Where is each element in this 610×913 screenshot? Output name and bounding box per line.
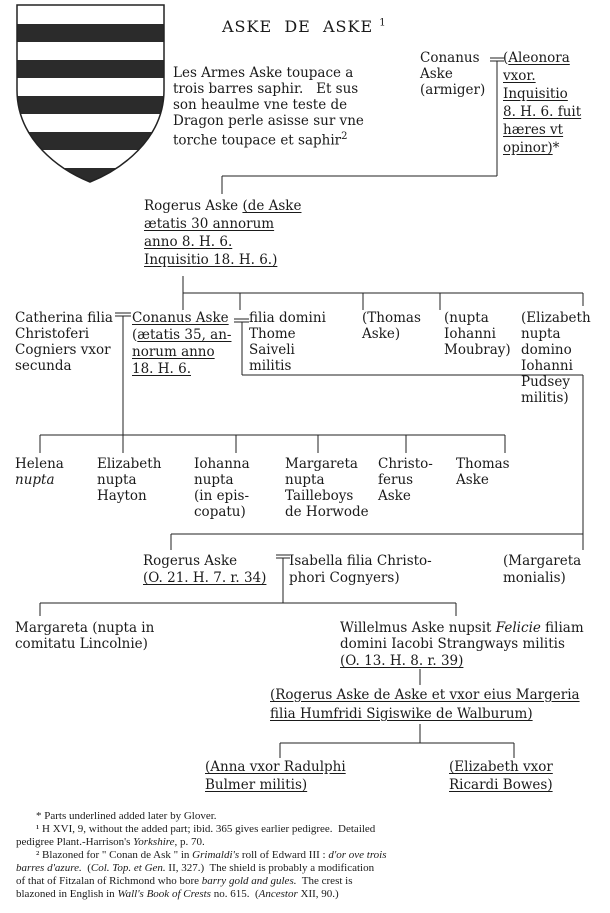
moubray-line-2: Iohanni bbox=[444, 326, 496, 342]
elizabeth-bowes-line-1: (Elizabeth vxor bbox=[449, 759, 553, 775]
catherina-line-1: Catherina filia bbox=[15, 310, 113, 326]
footnote-1-line-2: pedigree Plant.-Harrison's Yorkshire, p.… bbox=[16, 836, 205, 848]
conanus-armiger-line-1: Conanus bbox=[420, 50, 480, 66]
elizabeth-pudsey-line-1: (Elizabeth bbox=[521, 310, 591, 326]
moubray-line-3: Moubray) bbox=[444, 342, 511, 358]
christoferus-line-2: ferus bbox=[378, 472, 414, 488]
rogerus-line-1: Rogerus Aske (de Aske bbox=[144, 198, 302, 214]
elizabeth-pudsey-line-6: militis) bbox=[521, 390, 569, 406]
elizabeth-hayton-line-1: Elizabeth bbox=[97, 456, 162, 472]
margareta-lincolnie-line-2: comitatu Lincolnie) bbox=[15, 636, 148, 652]
conanus-line-1: Conanus Aske bbox=[132, 310, 229, 326]
blazon-line-3: son heaulme vne teste de bbox=[173, 97, 348, 113]
margareta-tailleboys-line-1: Margareta bbox=[285, 456, 358, 472]
elizabeth-bowes-line-2: Ricardi Bowes) bbox=[449, 777, 553, 793]
catherina-line-2: Christoferi bbox=[15, 326, 90, 342]
rogerus-de-aske-line-2: filia Humfridi Sigiswike de Walburum) bbox=[270, 706, 533, 722]
coat-of-arms-shield-icon bbox=[16, 4, 165, 183]
rogerus-line-4: Inquisitio 18. H. 6.) bbox=[144, 252, 278, 268]
blazon-line-4: Dragon perle asisse sur vne bbox=[173, 113, 364, 129]
thomas-line-1: (Thomas bbox=[362, 310, 421, 326]
willelmus-line-1: Willelmus Aske nupsit Felicie filiam bbox=[340, 620, 584, 636]
isabella-line-2: phori Cognyers) bbox=[289, 570, 400, 586]
aleonora-line-6: opinor)* bbox=[503, 140, 560, 156]
margareta-lincolnie-line-1: Margareta (nupta in bbox=[15, 620, 155, 636]
aleonora-line-3: Inquisitio bbox=[503, 86, 568, 102]
rogerus-de-aske-line-1: (Rogerus Aske de Aske et vxor eius Marge… bbox=[270, 687, 580, 703]
iohanna-line-1: Iohanna bbox=[194, 456, 250, 472]
conanus-armiger-line-2: Aske bbox=[420, 66, 453, 82]
anna-line-2: Bulmer militis) bbox=[205, 777, 308, 793]
margareta-tailleboys-line-3: Tailleboys bbox=[285, 488, 354, 504]
blazon-line-1: Les Armes Aske toupace a bbox=[173, 65, 354, 81]
christoferus-line-1: Christo- bbox=[378, 456, 433, 472]
margareta-monialis-line-2: monialis) bbox=[503, 570, 566, 586]
catherina-line-3: Cogniers vxor bbox=[15, 342, 111, 358]
helena-line-1: Helena bbox=[15, 456, 64, 472]
iohanna-line-2: nupta bbox=[194, 472, 234, 488]
margareta-tailleboys-line-4: de Horwode bbox=[285, 504, 369, 520]
thomas-2-line-2: Aske bbox=[456, 472, 489, 488]
margareta-monialis-line-1: (Margareta bbox=[503, 553, 582, 569]
elizabeth-pudsey-line-3: domino bbox=[521, 342, 572, 358]
elizabeth-hayton-line-2: nupta bbox=[97, 472, 137, 488]
footnote-asterisk: * Parts underlined added later by Glover… bbox=[36, 810, 217, 822]
conanus-line-4: 18. H. 6. bbox=[132, 361, 191, 377]
conanus-line-3: norum anno bbox=[132, 344, 215, 360]
aleonora-line-4: 8. H. 6. fuit bbox=[503, 104, 582, 120]
isabella-line-1: Isabella filia Christo- bbox=[289, 553, 432, 569]
elizabeth-pudsey-line-4: Iohanni bbox=[521, 358, 573, 374]
thome-daughter-line-1: filia domini bbox=[249, 310, 326, 326]
anna-line-1: (Anna vxor Radulphi bbox=[205, 759, 346, 775]
aleonora-line-2: vxor. bbox=[503, 68, 536, 84]
helena-line-2: nupta bbox=[15, 472, 55, 488]
rogerus-2-line-1: Rogerus Aske bbox=[143, 553, 238, 569]
blazon-line-5: torche toupace et saphir2 bbox=[173, 131, 348, 149]
page-title: ASKE DE ASKE 1 bbox=[222, 17, 387, 36]
blazon-line-2: trois barres saphir. Et sus bbox=[173, 81, 359, 97]
moubray-line-1: (nupta bbox=[444, 310, 489, 326]
thome-daughter-line-2: Thome bbox=[249, 326, 296, 342]
footnote-1-line-1: ¹ H XVI, 9, without the added part; ibid… bbox=[36, 823, 376, 835]
willelmus-line-3: (O. 13. H. 8. r. 39) bbox=[340, 653, 464, 669]
elizabeth-hayton-line-3: Hayton bbox=[97, 488, 147, 504]
thome-daughter-line-3: Saiveli bbox=[249, 342, 295, 358]
thomas-line-2: Aske) bbox=[362, 326, 401, 342]
margareta-tailleboys-line-2: nupta bbox=[285, 472, 325, 488]
conanus-armiger-line-3: (armiger) bbox=[420, 82, 486, 98]
rogerus-line-2: ætatis 30 annorum bbox=[144, 216, 275, 232]
conanus-line-2: (ætatis 35, an- bbox=[132, 327, 232, 343]
iohanna-line-4: copatu) bbox=[194, 504, 246, 520]
elizabeth-pudsey-line-2: nupta bbox=[521, 326, 561, 342]
iohanna-line-3: (in epis- bbox=[194, 488, 250, 504]
footnote-2-line-4: blazoned in English in Wall's Book of Cr… bbox=[16, 888, 339, 900]
aleonora-line-1: (Aleonora bbox=[503, 50, 570, 66]
footnote-2-line-3: of that of Fitzalan of Richmond who bore… bbox=[16, 875, 353, 887]
catherina-line-4: secunda bbox=[15, 358, 72, 374]
thome-daughter-line-4: militis bbox=[249, 358, 292, 374]
footnote-2-line-1: ² Blazoned for " Conan de Ask " in Grima… bbox=[36, 849, 387, 861]
aleonora-line-5: hæres vt bbox=[503, 122, 564, 138]
rogerus-2-line-2: (O. 21. H. 7. r. 34) bbox=[143, 570, 267, 586]
elizabeth-pudsey-line-5: Pudsey bbox=[521, 374, 570, 390]
willelmus-line-2: domini Iacobi Strangways militis bbox=[340, 636, 565, 652]
rogerus-line-3: anno 8. H. 6. bbox=[144, 234, 233, 250]
christoferus-line-3: Aske bbox=[378, 488, 411, 504]
footnote-2-line-2: barres d'azure. (Col. Top. et Gen. II, 3… bbox=[16, 862, 375, 874]
thomas-2-line-1: Thomas bbox=[456, 456, 510, 472]
